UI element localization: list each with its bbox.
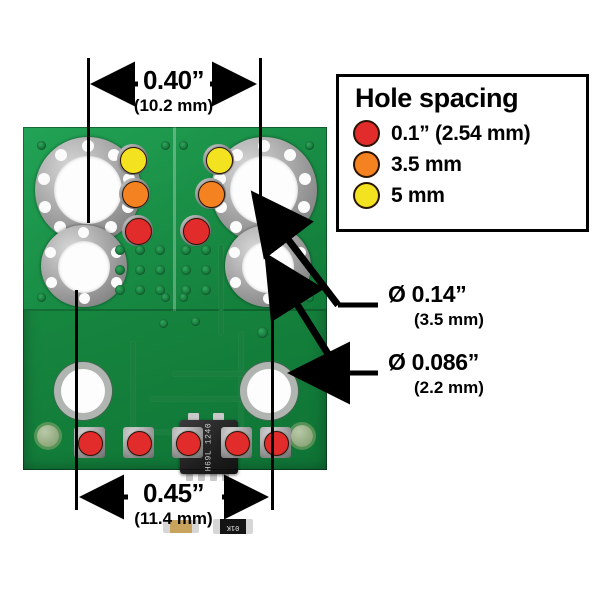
annotation-0086-secondary: (2.2 mm) — [414, 378, 484, 397]
pcb-via — [155, 285, 165, 295]
pcb-trace — [219, 245, 223, 335]
hole-marker-red — [183, 218, 210, 245]
legend-swatch-red — [353, 120, 380, 147]
extension-line-top-left — [87, 58, 90, 223]
dimension-top-secondary: (10.2 mm) — [133, 96, 214, 115]
pcb-board: H69L 1240 01K — [23, 127, 327, 534]
dimension-top: 0.40” (10.2 mm) — [106, 65, 241, 116]
hole-marker-yellow — [206, 147, 233, 174]
annotation-hole-diameter-0086: Ø 0.086” (2.2 mm) — [388, 349, 484, 398]
hole-marker-red — [78, 431, 103, 456]
resistor-component — [163, 520, 199, 533]
extension-line-top-right — [259, 58, 262, 223]
screw-pad-left — [37, 425, 59, 447]
pcb-trace — [239, 332, 243, 434]
pcb-via — [179, 293, 188, 302]
pcb-center-seam — [173, 127, 176, 311]
small-hole — [230, 277, 241, 288]
extension-line-bottom-left — [75, 290, 78, 510]
small-hole — [111, 277, 122, 288]
pcb-via — [37, 293, 46, 302]
pcb-via — [201, 245, 211, 255]
pcb-trace — [173, 372, 263, 376]
ic-pin — [210, 472, 217, 481]
annotation-014-secondary: (3.5 mm) — [414, 310, 484, 329]
diode-component: 01K — [213, 519, 253, 534]
small-hole — [299, 173, 311, 185]
legend-item-0-1-inch: 0.1” (2.54 mm) — [353, 120, 586, 147]
pcb-outline — [23, 127, 327, 470]
pcb-via — [115, 245, 125, 255]
pcb-via — [155, 265, 165, 275]
legend-swatch-yellow — [353, 182, 380, 209]
pcb-via — [305, 141, 314, 150]
ic-pin — [188, 413, 199, 421]
legend-label-yellow: 5 mm — [391, 183, 445, 207]
hole-marker-red — [225, 431, 250, 456]
small-hole — [79, 293, 90, 304]
small-hole — [78, 227, 89, 238]
ic-pin — [186, 472, 193, 481]
small-hole — [231, 149, 243, 161]
pcb-trace — [151, 397, 261, 401]
mounting-hole-lower-right — [247, 369, 291, 413]
small-hole — [38, 173, 50, 185]
legend-title: Hole spacing — [355, 83, 519, 113]
hole-marker-orange — [122, 181, 149, 208]
ic-pin — [198, 472, 205, 481]
pcb-via — [181, 245, 191, 255]
legend-item-3-5-mm: 3.5 mm — [353, 151, 586, 178]
annotation-014-primary: Ø 0.14” — [388, 281, 467, 307]
small-hole — [229, 247, 240, 258]
pcb-horizontal-seam — [23, 309, 327, 311]
hole-marker-yellow — [120, 147, 147, 174]
dimension-top-primary: 0.40” — [142, 65, 205, 95]
small-hole — [46, 277, 57, 288]
large-hole-lower-left — [58, 241, 110, 293]
pcb-trace — [131, 342, 135, 434]
legend-label-orange: 3.5 mm — [391, 152, 462, 176]
small-hole — [284, 149, 296, 161]
dimension-bottom-secondary: (11.4 mm) — [134, 509, 213, 528]
small-hole — [39, 201, 51, 213]
ic-pin — [213, 413, 224, 421]
hole-marker-red — [127, 431, 152, 456]
annotation-0086-primary: Ø 0.086” — [388, 349, 479, 375]
pcb-via — [161, 293, 170, 302]
pcb-via — [161, 141, 170, 150]
pcb-via — [181, 265, 191, 275]
legend-swatch-orange — [353, 151, 380, 178]
extension-line-bottom-right — [271, 290, 274, 510]
legend-item-5-mm: 5 mm — [353, 182, 586, 209]
pcb-via — [159, 319, 168, 328]
pcb-via — [257, 327, 268, 338]
small-hole — [230, 221, 242, 233]
pcb-via — [37, 141, 46, 150]
hole-marker-orange — [198, 181, 225, 208]
hole-marker-red — [264, 431, 289, 456]
hole-marker-red — [176, 431, 201, 456]
mounting-hole-lower-left — [61, 369, 105, 413]
legend-label-red: 0.1” (2.54 mm) — [391, 121, 531, 145]
small-hole — [45, 247, 56, 258]
annotation-hole-diameter-014: Ø 0.14” (3.5 mm) — [388, 281, 484, 330]
screw-pad-right — [291, 425, 313, 447]
dimension-bottom: 0.45” (11.4 mm) — [106, 478, 241, 529]
legend-box: Hole spacing 0.1” (2.54 mm) 3.5 mm 5 mm — [336, 74, 589, 232]
hole-marker-red — [125, 218, 152, 245]
pcb-via — [115, 265, 125, 275]
pcb-via — [191, 317, 200, 326]
pcb-via — [201, 265, 211, 275]
small-hole — [55, 149, 67, 161]
pcb-via — [181, 285, 191, 295]
pcb-via — [179, 141, 188, 150]
small-hole — [105, 221, 117, 233]
pcb-via — [155, 245, 165, 255]
pcb-via — [135, 245, 145, 255]
pcb-via — [115, 285, 125, 295]
dimension-bottom-primary: 0.45” — [142, 478, 205, 508]
pcb-via — [201, 285, 211, 295]
pcb-via — [135, 265, 145, 275]
pcb-via — [135, 285, 145, 295]
